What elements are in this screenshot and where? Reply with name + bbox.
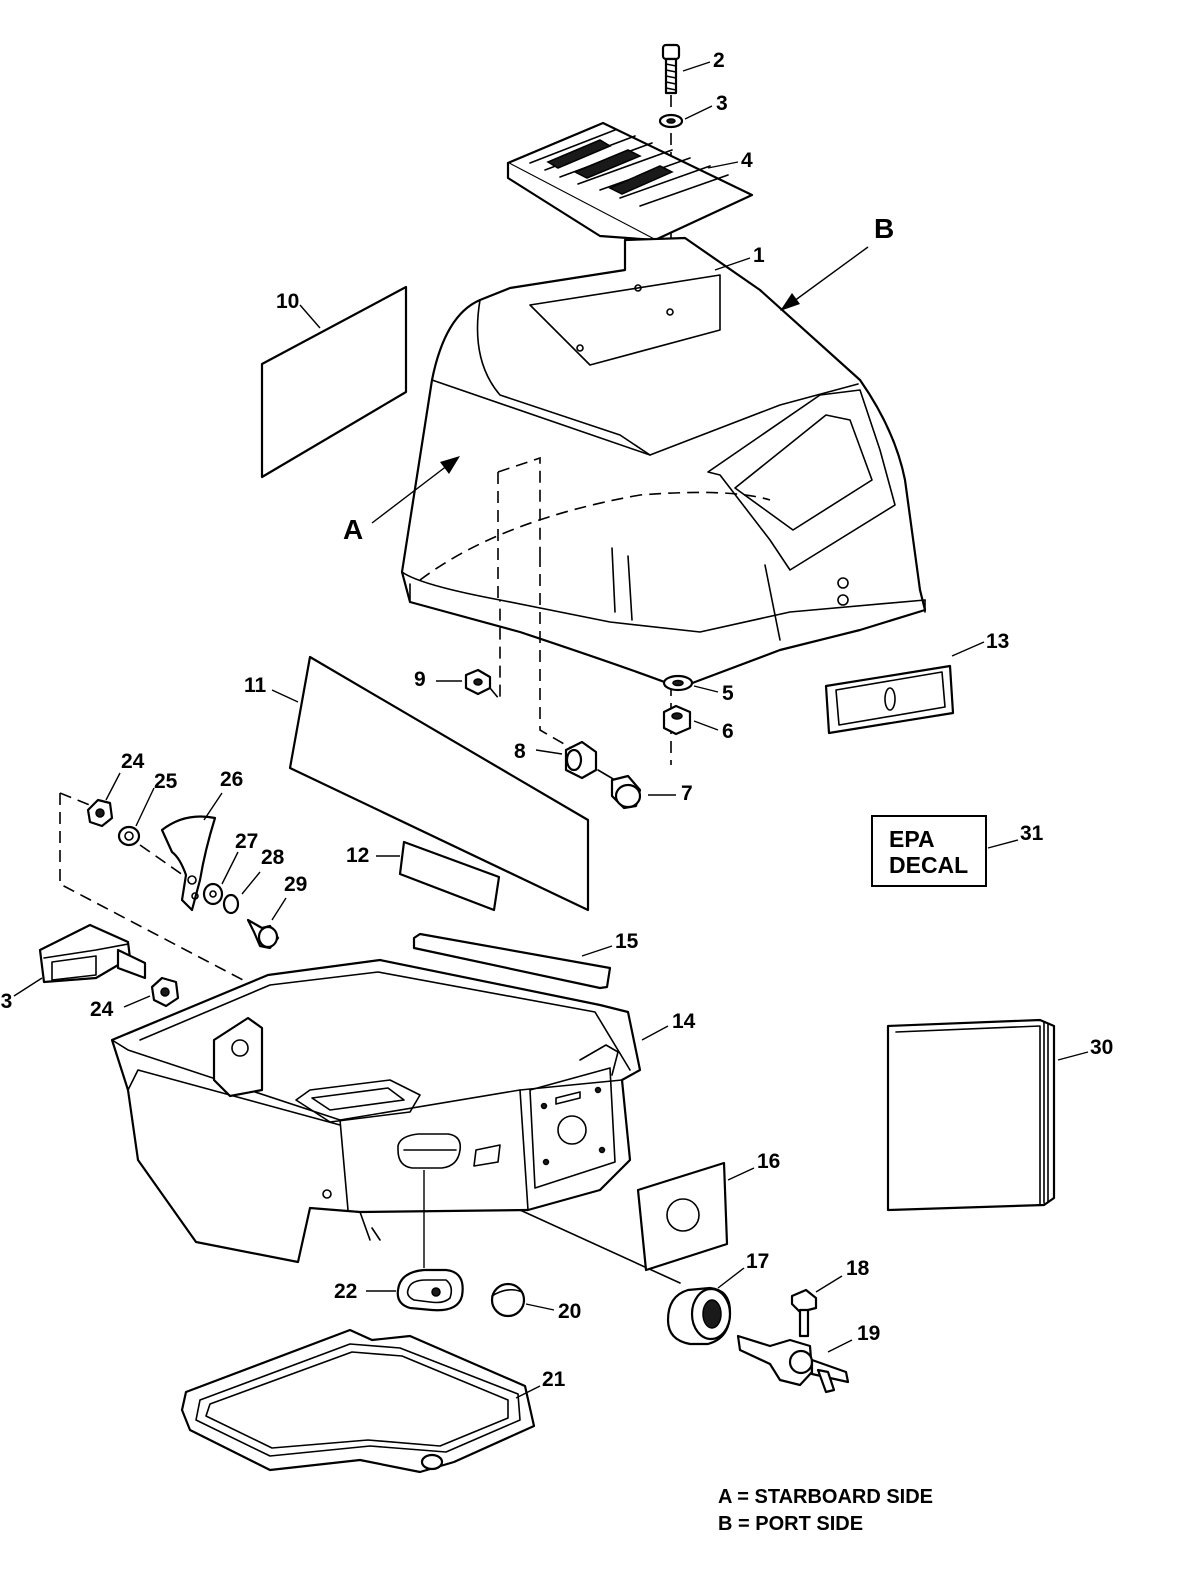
callout-16: 16: [757, 1150, 780, 1173]
callout-25: 25: [154, 770, 178, 793]
callout-29: 29: [284, 873, 307, 896]
side-legend: A = STARBOARD SIDE B = PORT SIDE: [718, 1484, 933, 1538]
part-fuel-connector: [736, 1334, 850, 1394]
callout-13: 13: [986, 630, 1009, 653]
part-screw: [661, 43, 681, 95]
dash-leader-latch-top: [59, 792, 93, 807]
dash-leader-spacer: [539, 555, 579, 753]
callout-26: 26: [220, 768, 243, 791]
callout-1: 1: [753, 244, 765, 267]
epa-decal-line2: DECAL: [889, 852, 969, 878]
callout-31: 31: [1020, 822, 1044, 845]
view-arrow-b: [780, 246, 869, 311]
callout-12: 12: [346, 844, 369, 867]
callout-19: 19: [857, 1322, 880, 1345]
part-decal-small: [398, 840, 501, 912]
part-latch-hook: [160, 815, 217, 912]
dash-leader-nut: [489, 600, 501, 703]
epa-decal-line1: EPA: [889, 826, 935, 852]
part-latch-washer-flat: [202, 882, 224, 906]
callout-leaders: [13, 61, 1089, 1399]
part-latch-handle: [38, 923, 147, 984]
callout-20: 20: [558, 1300, 581, 1323]
part-washer-top-hole: [666, 118, 676, 124]
callout-23: 23: [0, 990, 12, 1013]
part-plug: [490, 1282, 526, 1318]
part-nut-bottom: [662, 704, 692, 736]
part-bushing: [666, 1286, 732, 1346]
callout-15: 15: [615, 930, 639, 953]
view-arrow-a: [371, 456, 460, 524]
callout-27: 27: [235, 830, 258, 853]
callout-3: 3: [716, 92, 728, 115]
view-label-b: B: [874, 213, 894, 244]
part-decal-lower: [288, 655, 590, 912]
part-latch-screw: [246, 918, 280, 950]
epa-decal-box: EPA DECAL: [871, 815, 987, 887]
part-latch-nut-lower: [150, 976, 180, 1008]
callout-6: 6: [722, 720, 734, 743]
callout-2: 2: [713, 49, 725, 72]
callout-4: 4: [741, 149, 753, 172]
callout-11: 11: [244, 674, 267, 697]
part-owners-manual: [886, 1018, 1056, 1212]
callout-14: 14: [672, 1010, 696, 1033]
part-gasket-plate: [636, 1161, 729, 1272]
dash-leader-latch: [59, 793, 263, 991]
part-top-cowl: [400, 236, 927, 690]
view-label-a: A: [343, 514, 363, 545]
leader-bushing-line: [519, 1209, 681, 1284]
legend-port: B = PORT SIDE: [718, 1513, 864, 1535]
callout-7: 7: [681, 782, 693, 805]
callout-21: 21: [542, 1368, 566, 1391]
callout-30: 30: [1090, 1036, 1113, 1059]
part-latch-nut-upper: [86, 798, 114, 828]
part-cover-plate: [506, 121, 754, 242]
part-rear-grommet-plate: [824, 664, 955, 735]
part-grommet: [396, 1268, 464, 1312]
part-seal-strip: [412, 932, 612, 990]
part-bottom-seal: [180, 1328, 536, 1474]
callout-9: 9: [414, 668, 426, 691]
callout-22: 22: [334, 1280, 357, 1303]
dash-leader-latch-arm: [139, 844, 191, 881]
part-knob: [610, 774, 642, 810]
callout-8: 8: [514, 740, 526, 763]
part-spacer: [564, 740, 598, 780]
part-decal-upper: [260, 285, 408, 479]
part-bottom-cowl: [110, 958, 642, 1264]
callout-5: 5: [722, 682, 734, 705]
part-nut-small: [464, 668, 492, 696]
callout-10: 10: [276, 290, 299, 313]
legend-starboard: A = STARBOARD SIDE: [718, 1486, 934, 1508]
part-washer-bottom-hole: [672, 679, 684, 687]
callout-28: 28: [261, 846, 285, 869]
callout-24-lower: 24: [90, 998, 114, 1021]
callout-24-upper: 24: [121, 750, 145, 773]
callout-18: 18: [846, 1257, 870, 1280]
part-latch-washer: [117, 825, 141, 847]
callout-17: 17: [746, 1250, 769, 1273]
part-connector-screw: [790, 1288, 818, 1338]
part-lock-washer: [222, 893, 240, 915]
